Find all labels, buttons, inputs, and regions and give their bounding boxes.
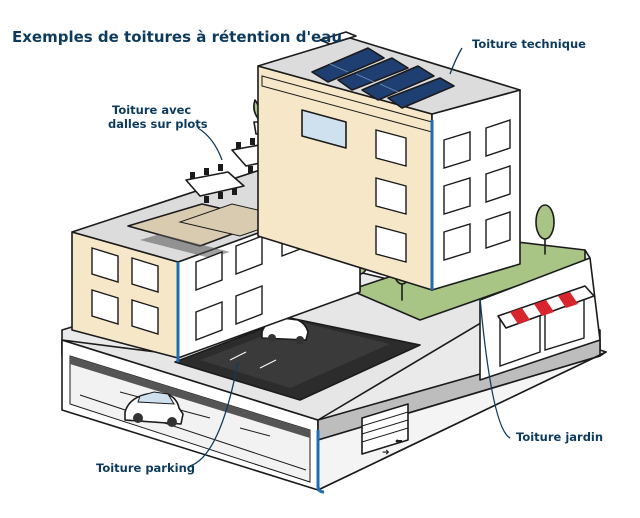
solar-panel-icon xyxy=(311,47,455,109)
label-toiture-parking: Toiture parking xyxy=(96,461,195,475)
leader-technique xyxy=(449,47,463,75)
basement-parking xyxy=(61,339,319,491)
label-toiture-jardin: Toiture jardin xyxy=(516,430,603,444)
garage-door: ➜ ⬅ xyxy=(361,403,409,458)
leader-parking xyxy=(189,361,239,467)
roof-hatch xyxy=(319,31,357,45)
figure-title: Exemples de toitures à rétention d'eau xyxy=(12,28,342,46)
svg-text:⬅: ⬅ xyxy=(395,437,403,447)
label-toiture-technique: Toiture technique xyxy=(472,37,586,51)
svg-text:➜: ➜ xyxy=(382,448,390,458)
awning-icon xyxy=(497,285,595,329)
label-toiture-dalles-line2: dalles sur plots xyxy=(108,117,208,131)
leader-jardin xyxy=(479,297,511,439)
table-chairs-icon xyxy=(185,136,293,203)
label-toiture-dalles-line1: Toiture avec xyxy=(112,103,191,117)
leader-dalles xyxy=(197,127,223,161)
car-icon xyxy=(124,391,184,427)
tall-building-windows xyxy=(301,109,511,263)
parking-roof xyxy=(174,317,421,401)
tree-icon xyxy=(535,204,555,255)
downpipe-outlet xyxy=(316,430,325,494)
